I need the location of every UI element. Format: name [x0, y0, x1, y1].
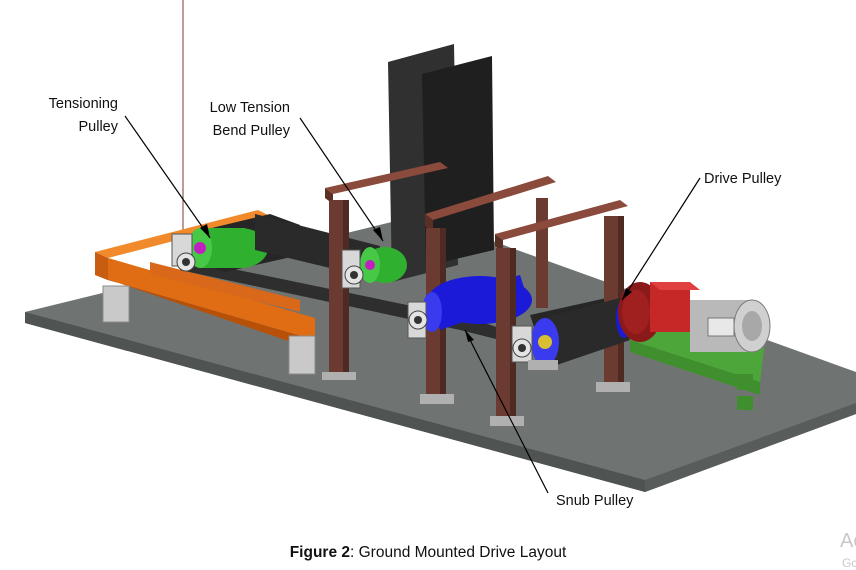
figure-caption: Figure 2: Ground Mounted Drive Layout — [0, 544, 856, 562]
low-tension-bend-pulley — [341, 247, 407, 289]
leader-arrowheads — [200, 224, 632, 342]
label-tensioning-pulley: Tensioning Pulley — [30, 93, 118, 139]
label-tensioning-line1: Tensioning — [48, 96, 118, 112]
leader-lines — [124, 115, 701, 494]
figure-number: Figure 2 — [289, 544, 351, 561]
label-snub-pulley: Snub Pulley — [556, 493, 634, 509]
portal-frame-left — [322, 162, 448, 380]
label-low-tension-line1: Low Tension — [209, 100, 290, 116]
watermark-line2: Gc — [842, 556, 856, 570]
label-tensioning-line2: Pulley — [78, 119, 119, 135]
drive-unit — [618, 282, 771, 410]
vertical-belt — [388, 44, 494, 282]
label-low-tension-line2: Bend Pulley — [212, 123, 290, 139]
label-drive-pulley: Drive Pulley — [704, 171, 782, 187]
label-low-tension-bend-pulley: Low Tension Bend Pulley — [180, 97, 290, 143]
watermark-line1: Ac — [840, 530, 856, 552]
figure-caption-text: : Ground Mounted Drive Layout — [350, 544, 567, 561]
